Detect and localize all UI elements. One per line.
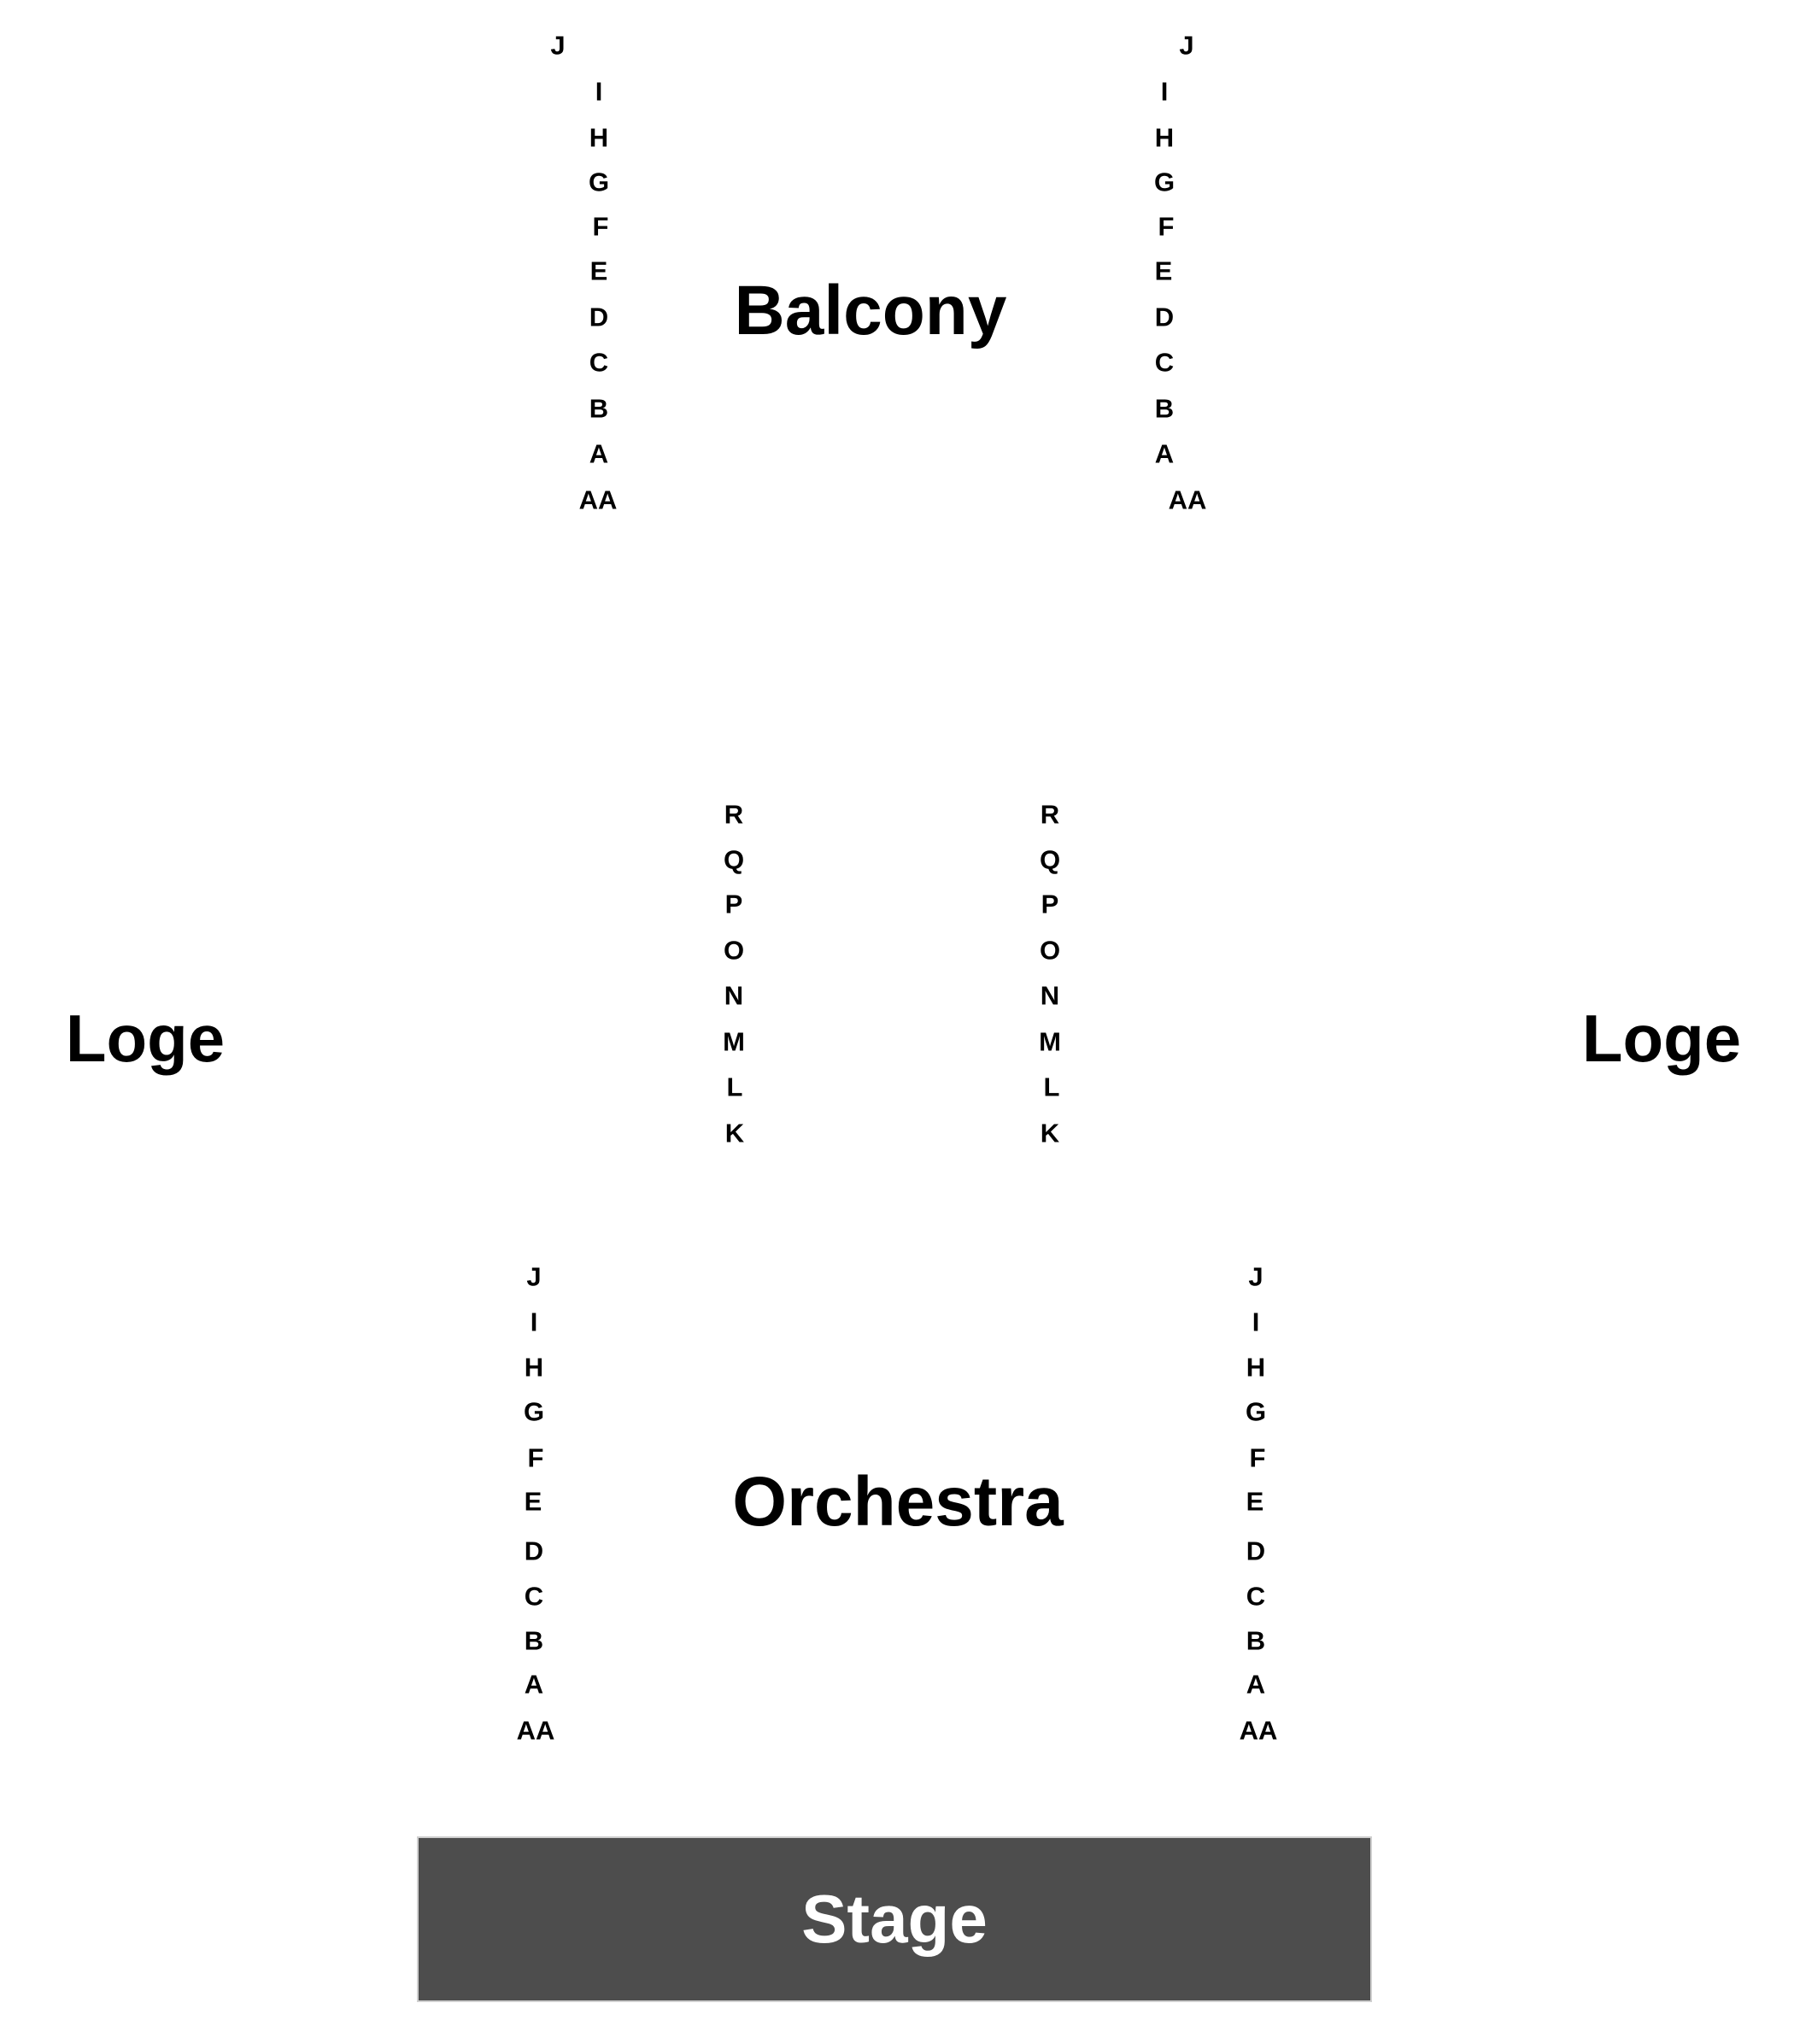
orchestra-right-row-c: C xyxy=(1246,1581,1266,1612)
orchestra-right-row-j: J xyxy=(1248,1261,1263,1292)
middle-right-row-k: K xyxy=(1040,1118,1060,1148)
balcony-left-row-a: A xyxy=(589,438,609,469)
orchestra-left-row-b: B xyxy=(524,1625,544,1656)
middle-right-row-r: R xyxy=(1040,799,1060,830)
orchestra-right-row-i: I xyxy=(1252,1307,1260,1337)
balcony-right-row-i: I xyxy=(1160,76,1169,107)
middle-left-row-o: O xyxy=(723,935,745,966)
stage: Stage xyxy=(417,1836,1372,2002)
middle-right-row-o: O xyxy=(1039,935,1061,966)
orchestra-right-row-b: B xyxy=(1246,1625,1266,1656)
middle-left-row-n: N xyxy=(724,980,744,1011)
orchestra-left-row-e: E xyxy=(524,1486,542,1517)
stage-label: Stage xyxy=(801,1881,988,1957)
middle-left-row-q: Q xyxy=(723,844,745,875)
balcony-section-title: Balcony xyxy=(734,272,1007,349)
middle-right-row-n: N xyxy=(1040,980,1060,1011)
loge-right-section-title: Loge xyxy=(1581,1001,1742,1076)
orchestra-right-row-aa: AA xyxy=(1239,1715,1278,1746)
orchestra-right-row-h: H xyxy=(1246,1352,1266,1383)
middle-left-row-k: K xyxy=(724,1118,745,1148)
balcony-right-row-d: D xyxy=(1154,302,1175,332)
balcony-left-row-b: B xyxy=(589,393,609,424)
orchestra-left-row-g: G xyxy=(523,1396,545,1427)
orchestra-left-row-i: I xyxy=(530,1307,538,1337)
middle-left-row-l: L xyxy=(726,1072,743,1102)
middle-left-row-r: R xyxy=(724,799,744,830)
middle-right-row-q: Q xyxy=(1039,844,1061,875)
balcony-right-row-e: E xyxy=(1154,256,1173,286)
middle-right-row-l: L xyxy=(1043,1072,1060,1102)
balcony-left-row-d: D xyxy=(589,302,609,332)
orchestra-left-row-j: J xyxy=(526,1261,542,1292)
balcony-right-row-f: F xyxy=(1158,211,1175,242)
orchestra-left-row-h: H xyxy=(524,1352,544,1383)
balcony-left-row-j: J xyxy=(550,30,566,61)
orchestra-right-row-g: G xyxy=(1245,1396,1267,1427)
orchestra-left-row-d: D xyxy=(524,1536,544,1566)
middle-left-row-m: M xyxy=(723,1026,745,1057)
balcony-left-row-aa: AA xyxy=(578,485,618,515)
orchestra-left-row-c: C xyxy=(524,1581,544,1612)
balcony-right-row-aa: AA xyxy=(1168,485,1207,515)
balcony-right-row-j: J xyxy=(1179,30,1194,61)
orchestra-left-row-aa: AA xyxy=(516,1715,555,1746)
balcony-right-row-c: C xyxy=(1154,347,1175,378)
balcony-left-row-g: G xyxy=(588,167,610,197)
balcony-right-row-a: A xyxy=(1154,438,1175,469)
balcony-right-row-g: G xyxy=(1153,167,1175,197)
middle-left-row-p: P xyxy=(724,889,743,919)
balcony-right-row-b: B xyxy=(1154,393,1175,424)
middle-right-row-p: P xyxy=(1041,889,1059,919)
orchestra-right-row-a: A xyxy=(1246,1669,1266,1700)
orchestra-right-row-d: D xyxy=(1246,1536,1266,1566)
loge-left-section-title: Loge xyxy=(65,1001,226,1076)
balcony-right-row-h: H xyxy=(1154,122,1175,153)
balcony-left-row-i: I xyxy=(595,76,603,107)
middle-right-row-m: M xyxy=(1039,1026,1061,1057)
orchestra-left-row-a: A xyxy=(524,1669,544,1700)
orchestra-section-title: Orchestra xyxy=(732,1463,1064,1541)
balcony-left-row-f: F xyxy=(592,211,609,242)
orchestra-left-row-f: F xyxy=(527,1442,544,1473)
orchestra-right-row-f: F xyxy=(1249,1442,1266,1473)
orchestra-right-row-e: E xyxy=(1246,1486,1264,1517)
balcony-left-row-e: E xyxy=(589,256,608,286)
balcony-left-row-c: C xyxy=(589,347,609,378)
balcony-left-row-h: H xyxy=(589,122,609,153)
